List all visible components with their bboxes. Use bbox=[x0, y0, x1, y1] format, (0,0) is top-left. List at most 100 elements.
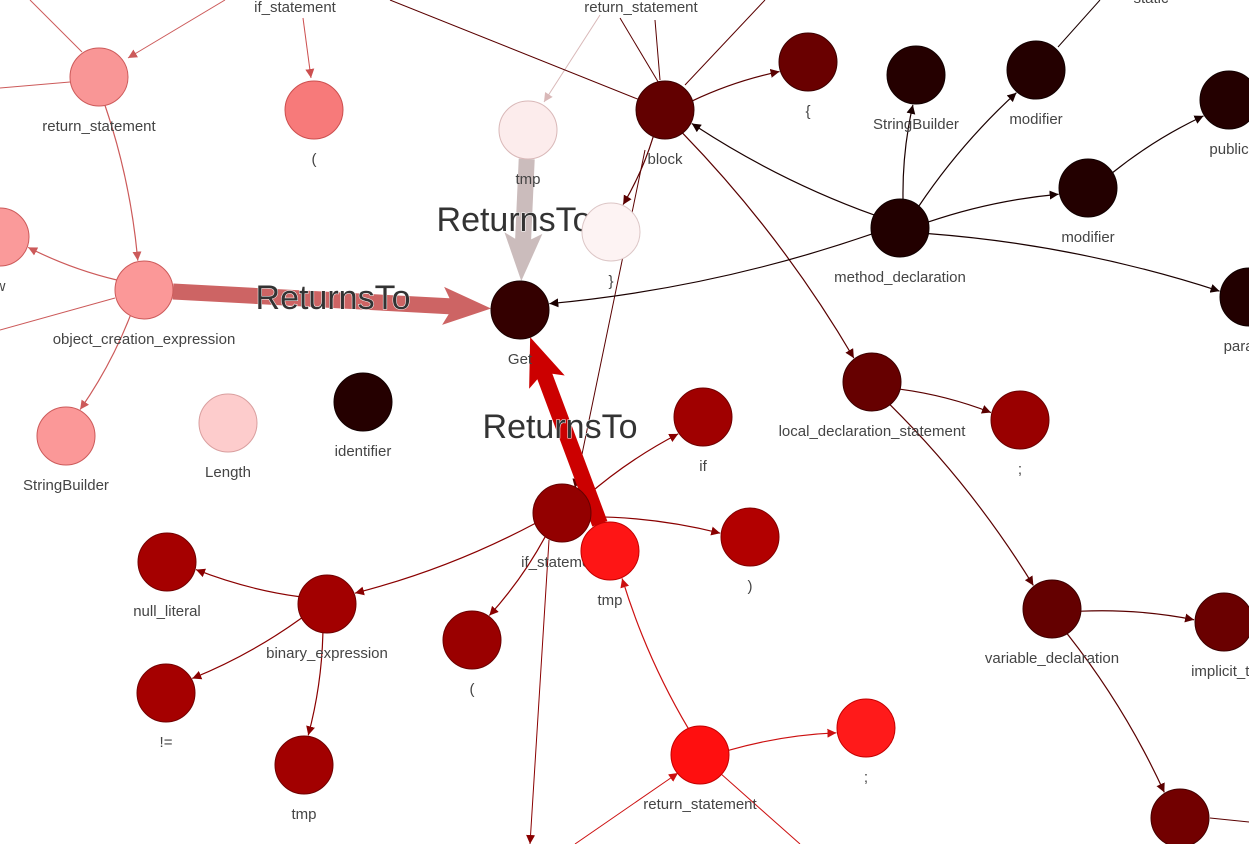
node-circle[interactable] bbox=[720, 507, 780, 567]
node-circle[interactable] bbox=[137, 532, 197, 592]
node-tmp-bot[interactable]: tmp bbox=[274, 735, 334, 823]
edge-method-to-mod2 bbox=[928, 190, 1059, 223]
node-circle[interactable] bbox=[870, 198, 930, 258]
node-label: modifier bbox=[1061, 229, 1114, 246]
node-circle[interactable] bbox=[673, 387, 733, 447]
node-label: binary_expression bbox=[266, 645, 388, 662]
edge-if_stmt-to-lparen bbox=[488, 536, 546, 616]
node-param[interactable]: parame bbox=[1219, 267, 1249, 355]
node-vd-child[interactable] bbox=[1150, 788, 1210, 844]
edge-method-to-mod1 bbox=[918, 92, 1017, 207]
node-circle[interactable] bbox=[836, 698, 896, 758]
edge-var_decl-to-vd_child bbox=[1066, 633, 1165, 793]
node-label: object_creation_expression bbox=[53, 331, 236, 348]
node-label: public bbox=[1209, 141, 1249, 158]
node-block[interactable]: block bbox=[635, 80, 695, 168]
node-sb-top[interactable]: StringBuilder bbox=[873, 45, 959, 133]
node-oce[interactable]: object_creation_expression bbox=[53, 260, 236, 348]
node-label: != bbox=[160, 734, 173, 751]
node-left-w[interactable]: w bbox=[0, 207, 30, 295]
node-circle[interactable] bbox=[580, 521, 640, 581]
node-label: method_declaration bbox=[834, 269, 966, 286]
node-label: tmp bbox=[291, 806, 316, 823]
node-semi2[interactable]: ; bbox=[836, 698, 896, 786]
node-neq[interactable]: != bbox=[136, 663, 196, 751]
node-rs-tl[interactable]: return_statement bbox=[42, 47, 157, 135]
node-circle[interactable] bbox=[114, 260, 174, 320]
node-circle[interactable] bbox=[886, 45, 946, 105]
node-method[interactable]: method_declaration bbox=[834, 198, 966, 286]
node-circle[interactable] bbox=[442, 610, 502, 670]
node-public[interactable]: public bbox=[1199, 70, 1249, 158]
node-circle[interactable] bbox=[842, 352, 902, 412]
node-length[interactable]: Length bbox=[198, 393, 258, 481]
node-rbrace[interactable]: } bbox=[581, 202, 641, 290]
node-tmp-mid[interactable]: tmp bbox=[580, 521, 640, 609]
node-mod1[interactable]: modifier bbox=[1006, 40, 1066, 128]
node-paren-top[interactable]: ( bbox=[284, 80, 344, 168]
node-label: identifier bbox=[335, 443, 392, 460]
node-circle[interactable] bbox=[581, 202, 641, 262]
returns-to-edge-tmp_mid bbox=[529, 337, 608, 527]
node-circle[interactable] bbox=[1194, 592, 1249, 652]
node-circle[interactable] bbox=[490, 280, 550, 340]
node-circle[interactable] bbox=[297, 574, 357, 634]
partial-label-if-statement: if_statement bbox=[254, 0, 337, 16]
node-lparen[interactable]: ( bbox=[442, 610, 502, 698]
node-circle[interactable] bbox=[990, 390, 1050, 450]
partial-label-return-statement: return_statement bbox=[584, 0, 698, 16]
node-label: if bbox=[699, 458, 707, 475]
node-implicit[interactable]: implicit_ty bbox=[1191, 592, 1249, 680]
node-rparen[interactable]: ) bbox=[720, 507, 780, 595]
node-null-lit[interactable]: null_literal bbox=[133, 532, 201, 620]
edge-rs_bot-to-tmp_mid bbox=[620, 578, 689, 729]
node-circle[interactable] bbox=[333, 372, 393, 432]
edge-binexp-to-null_lit bbox=[195, 568, 300, 598]
edge-method-to-param bbox=[928, 233, 1220, 293]
node-circle[interactable] bbox=[498, 100, 558, 160]
node-circle[interactable] bbox=[635, 80, 695, 140]
node-mod2[interactable]: modifier bbox=[1058, 158, 1118, 246]
node-circle[interactable] bbox=[136, 663, 196, 723]
returns-to-edge-oce bbox=[172, 283, 492, 325]
node-semi1[interactable]: ; bbox=[990, 390, 1050, 478]
node-rs-bot[interactable]: return_statement bbox=[643, 725, 758, 813]
node-if-kw[interactable]: if bbox=[673, 387, 733, 475]
edge-method-to-sb_top bbox=[902, 104, 916, 200]
edge-label-returns-to: ReturnsTo bbox=[256, 279, 411, 317]
node-circle[interactable] bbox=[284, 80, 344, 140]
node-circle[interactable] bbox=[0, 207, 30, 267]
node-circle[interactable] bbox=[274, 735, 334, 795]
edge-lds-to-semi1 bbox=[900, 388, 992, 414]
node-sb-left[interactable]: StringBuilder bbox=[23, 406, 109, 494]
node-circle[interactable] bbox=[1199, 70, 1249, 130]
edges-layer bbox=[27, 68, 1220, 793]
node-circle[interactable] bbox=[1058, 158, 1118, 218]
edge-method-to-get bbox=[549, 233, 872, 308]
node-ident[interactable]: identifier bbox=[333, 372, 393, 460]
node-label: return_statement bbox=[42, 118, 156, 135]
node-circle[interactable] bbox=[670, 725, 730, 785]
partial-label-static: static bbox=[1133, 0, 1169, 7]
node-circle[interactable] bbox=[532, 483, 592, 543]
node-circle[interactable] bbox=[69, 47, 129, 107]
node-get[interactable]: Get bbox=[490, 280, 550, 368]
node-binexp[interactable]: binary_expression bbox=[266, 574, 388, 662]
node-var-decl[interactable]: variable_declaration bbox=[985, 579, 1119, 667]
node-label: variable_declaration bbox=[985, 650, 1119, 667]
edge-binexp-to-neq bbox=[192, 617, 302, 680]
node-circle[interactable] bbox=[1150, 788, 1210, 844]
node-tmp-top[interactable]: tmp bbox=[498, 100, 558, 188]
node-label: implicit_ty bbox=[1191, 663, 1249, 680]
node-circle[interactable] bbox=[198, 393, 258, 453]
node-circle[interactable] bbox=[778, 32, 838, 92]
node-circle[interactable] bbox=[1022, 579, 1082, 639]
node-circle[interactable] bbox=[1219, 267, 1249, 327]
node-circle[interactable] bbox=[36, 406, 96, 466]
node-lbrace[interactable]: { bbox=[778, 32, 838, 120]
edge-oce-to-left_w bbox=[27, 246, 117, 281]
node-lds[interactable]: local_declaration_statement bbox=[779, 352, 967, 440]
node-circle[interactable] bbox=[1006, 40, 1066, 100]
